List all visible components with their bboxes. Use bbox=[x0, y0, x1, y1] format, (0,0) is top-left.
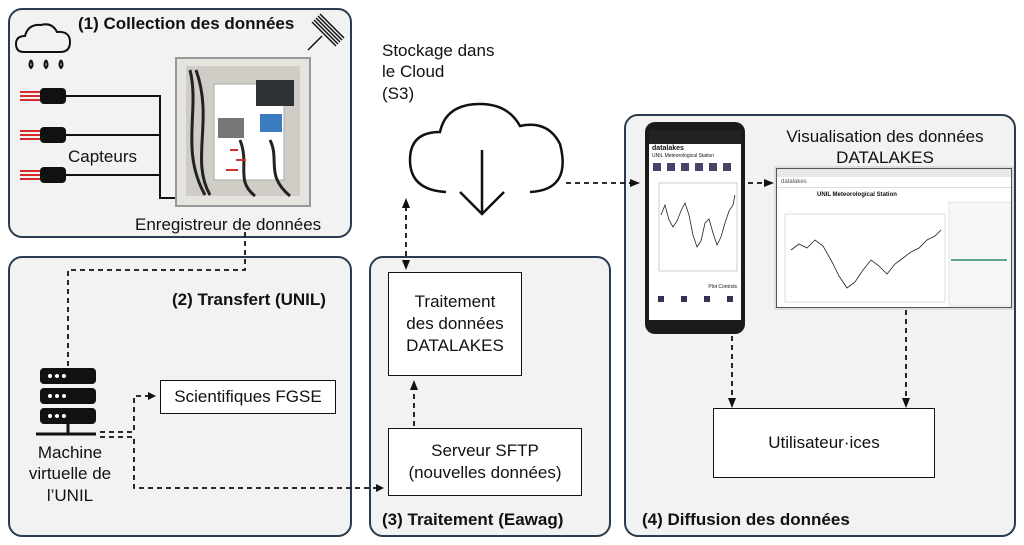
phone-mockup: datalakes UNIL Meteorological Station Pl… bbox=[645, 122, 745, 334]
scientists-box: Scientifiques FGSE bbox=[160, 380, 336, 414]
scientists-label: Scientifiques FGSE bbox=[174, 386, 322, 406]
datalakes-processing-box: Traitement des données DATALAKES bbox=[388, 272, 522, 376]
browser-app-name: datalakes bbox=[777, 177, 1011, 188]
browser-mockup: datalakes UNIL Meteorological Station bbox=[776, 168, 1012, 308]
phone-app-name: datalakes bbox=[652, 145, 684, 152]
sensors-label: Capteurs bbox=[68, 147, 137, 166]
phone-station-title: UNIL Meteorological Station bbox=[652, 153, 715, 159]
phone-plot bbox=[658, 182, 738, 272]
diffusion-title: (4) Diffusion des données bbox=[642, 510, 850, 529]
vm-label: Machine virtuelle de l’UNIL bbox=[28, 443, 112, 505]
cloud-label: Stockage dans le Cloud (S3) bbox=[382, 41, 495, 103]
sftp-server-label: Serveur SFTP (nouvelles données) bbox=[408, 440, 562, 482]
visualisation-label: Visualisation des données DATALAKES bbox=[786, 127, 984, 168]
collection-title: (1) Collection des données bbox=[78, 14, 295, 33]
phone-plot-controls: Plot Controls bbox=[708, 284, 737, 290]
browser-station-title: UNIL Meteorological Station bbox=[817, 192, 897, 198]
logger-label: Enregistreur de données bbox=[135, 215, 322, 234]
datalakes-processing-label: Traitement des données DATALAKES bbox=[406, 291, 504, 356]
users-label: Utilisateur·ices bbox=[768, 432, 880, 452]
processing-title: (3) Traitement (Eawag) bbox=[382, 510, 564, 529]
transfer-title: (2) Transfert (UNIL) bbox=[172, 290, 326, 309]
browser-plot bbox=[784, 201, 1011, 307]
sftp-server-box: Serveur SFTP (nouvelles données) bbox=[388, 428, 582, 496]
users-box: Utilisateur·ices bbox=[713, 408, 935, 478]
cloud-download-icon bbox=[408, 102, 564, 216]
collection-panel bbox=[8, 8, 352, 238]
